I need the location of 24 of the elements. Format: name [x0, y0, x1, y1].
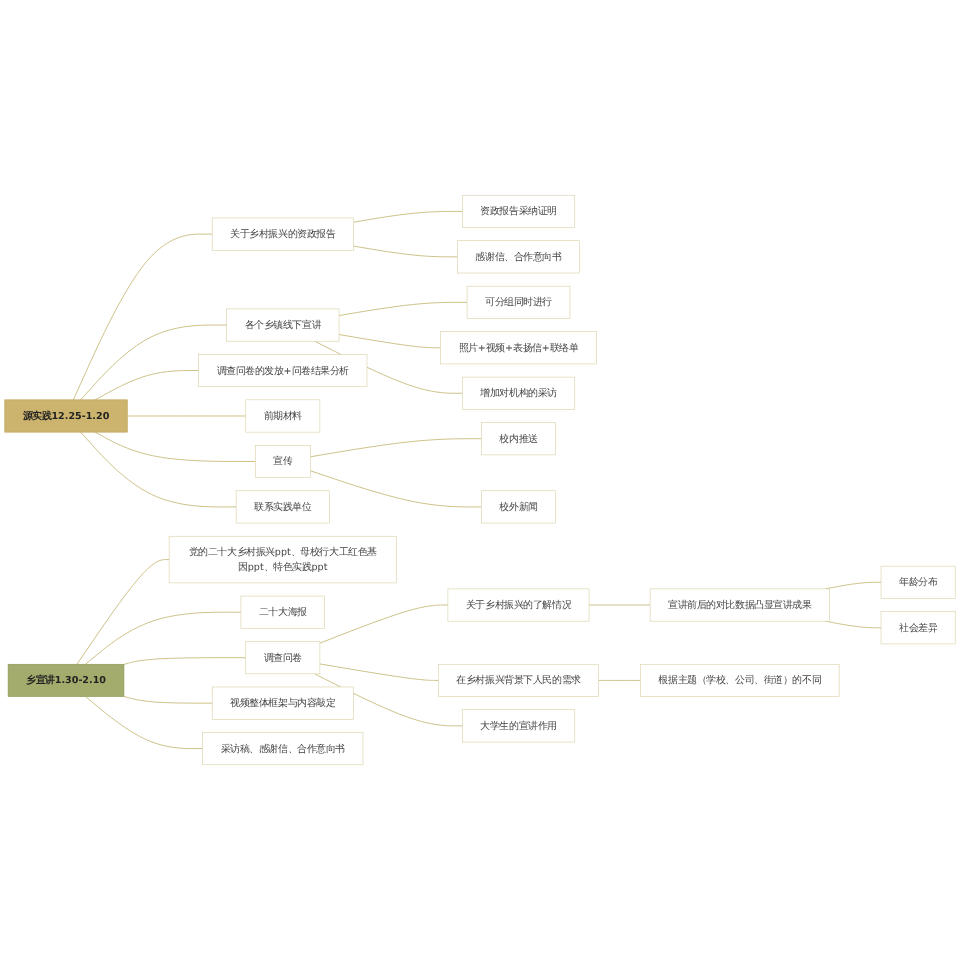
connector: [94, 370, 200, 401]
connector: [72, 233, 213, 401]
connector: [598, 679, 641, 681]
connector: [319, 663, 439, 681]
connector: [123, 695, 213, 704]
connector: [309, 470, 482, 508]
connector: [123, 657, 247, 665]
connector: [824, 581, 882, 590]
connector: [338, 301, 468, 316]
connector: [80, 324, 227, 401]
connector: [94, 431, 256, 462]
connector: [824, 620, 882, 629]
connector: [352, 245, 458, 258]
connector: [314, 673, 463, 727]
connector: [80, 431, 237, 508]
connector: [319, 604, 449, 644]
connector: [338, 334, 442, 349]
connector: [352, 210, 463, 223]
connector: [588, 604, 651, 606]
connector: [76, 559, 170, 665]
connector: [309, 438, 482, 458]
connector: [85, 696, 204, 750]
connector: [85, 611, 242, 665]
connector: [126, 415, 247, 417]
